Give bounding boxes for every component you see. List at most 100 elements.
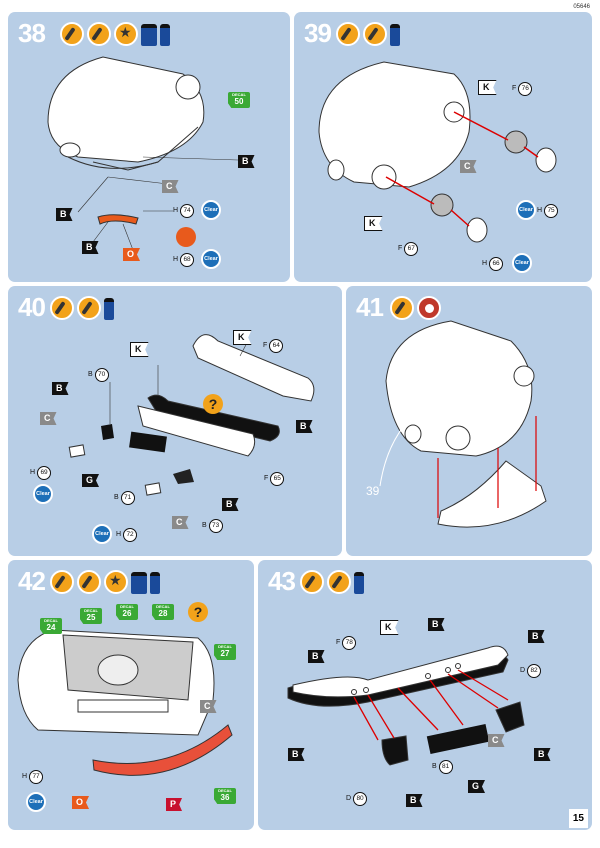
step-43-tool-icons xyxy=(300,570,364,594)
flag-b: B xyxy=(534,748,551,761)
flag-g: G xyxy=(82,474,100,487)
step-41-illustration xyxy=(379,320,547,528)
step-43-illustration xyxy=(287,645,525,766)
glue-icon xyxy=(77,296,101,320)
flag-g: G xyxy=(468,780,486,793)
star-icon: ★ xyxy=(104,570,128,594)
flag-b: B xyxy=(222,498,239,511)
decal-bottle-icon xyxy=(141,24,157,46)
step-number: 42 xyxy=(18,566,46,596)
paint-brush-icon xyxy=(50,570,74,594)
flag-o: O xyxy=(72,796,90,809)
step-number: 40 xyxy=(18,292,46,322)
flag-c: C xyxy=(460,160,477,173)
paint-bottle-icon xyxy=(104,298,114,320)
paint-brush-icon xyxy=(60,22,84,46)
step-42-tool-icons: ★ xyxy=(50,570,160,594)
decal-bottle-icon xyxy=(131,572,147,594)
step-38-tool-icons: ★ xyxy=(60,22,170,46)
flag-k: K xyxy=(233,330,252,345)
flag-b: B xyxy=(528,630,545,643)
flag-b: B xyxy=(52,382,69,395)
flag-b: B xyxy=(56,208,73,221)
glue-icon xyxy=(363,22,387,46)
clear-paint-icon: Clear xyxy=(512,253,532,273)
paint-brush-icon xyxy=(336,22,360,46)
question-icon: ? xyxy=(203,394,223,414)
clear-paint-icon: Clear xyxy=(201,249,221,269)
flag-b: B xyxy=(288,748,305,761)
flag-c: C xyxy=(200,700,217,713)
clear-paint-icon: Clear xyxy=(201,200,221,220)
orange-paint-icon xyxy=(176,227,196,247)
step-42-illustration xyxy=(17,629,233,776)
document-code: 05646 xyxy=(573,4,590,10)
glue-icon xyxy=(77,570,101,594)
clear-paint-icon: Clear xyxy=(33,484,53,504)
glue-icon xyxy=(327,570,351,594)
flag-b: B xyxy=(428,618,445,631)
flag-b: B xyxy=(406,794,423,807)
step-reference: 39 xyxy=(366,484,380,498)
flag-b: B xyxy=(308,650,325,663)
clear-paint-icon: Clear xyxy=(26,792,46,812)
step-39-tool-icons xyxy=(336,22,400,46)
step-40-tool-icons xyxy=(50,296,114,320)
flag-c: C xyxy=(162,180,179,193)
paint-bottle-icon xyxy=(354,572,364,594)
paint-brush-icon xyxy=(50,296,74,320)
clear-paint-icon: Clear xyxy=(516,200,536,220)
flag-c: C xyxy=(40,412,57,425)
question-icon: ? xyxy=(188,602,208,622)
flag-p: P xyxy=(166,798,183,811)
flag-o: O xyxy=(123,248,141,261)
page-number: 15 xyxy=(568,809,588,828)
flag-b: B xyxy=(82,241,99,254)
star-icon: ★ xyxy=(114,22,138,46)
clock-icon xyxy=(417,296,441,320)
step-41-tool-icons xyxy=(390,296,441,320)
step-number: 43 xyxy=(268,566,296,596)
paint-bottle-icon xyxy=(390,24,400,46)
paint-brush-icon xyxy=(300,570,324,594)
flag-c: C xyxy=(172,516,189,529)
step-number: 39 xyxy=(304,18,332,48)
paint-bottle-icon xyxy=(150,572,160,594)
step-39-illustration xyxy=(318,61,557,243)
flag-b: B xyxy=(296,420,313,433)
glue-icon xyxy=(390,296,414,320)
flag-c: C xyxy=(488,734,505,747)
step-number: 38 xyxy=(18,18,46,48)
paint-bottle-icon xyxy=(160,24,170,46)
